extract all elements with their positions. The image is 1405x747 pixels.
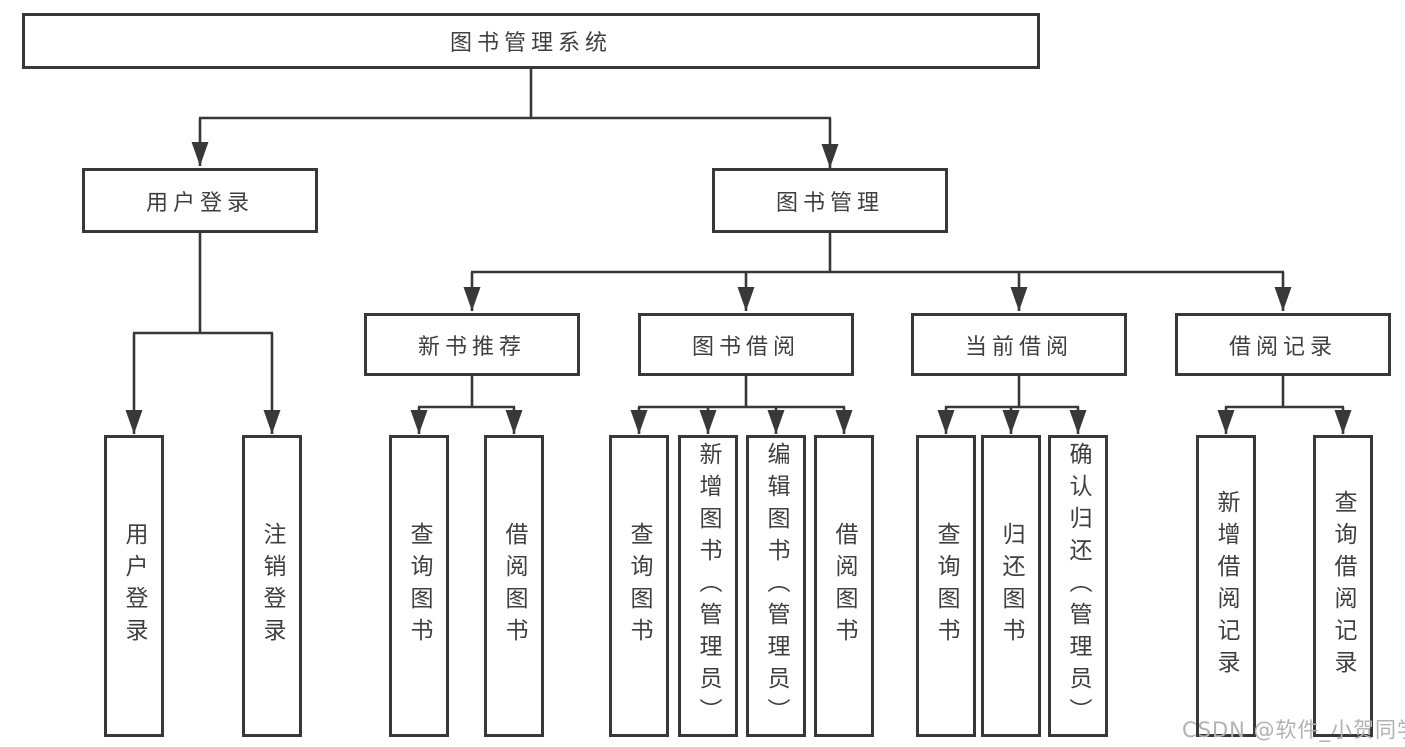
leaf-current-confirm-return-admin: 确认归还（管理员） bbox=[1048, 435, 1108, 737]
leaf-logout: 注销登录 bbox=[242, 435, 302, 737]
node-borrow-records: 借阅记录 bbox=[1175, 313, 1391, 376]
node-current-borrow: 当前借阅 bbox=[911, 313, 1127, 376]
node-user-login: 用户登录 bbox=[82, 168, 318, 233]
leaf-recommend-borrow-books: 借阅图书 bbox=[484, 435, 544, 737]
leaf-borrow-query-books: 查询图书 bbox=[609, 435, 669, 737]
node-root-system: 图书管理系统 bbox=[22, 13, 1040, 69]
leaf-current-query-books: 查询图书 bbox=[916, 435, 976, 737]
leaf-user-login: 用户登录 bbox=[104, 435, 164, 737]
leaf-borrow-add-books-admin: 新增图书（管理员） bbox=[678, 435, 738, 737]
plain-connectors bbox=[133, 69, 1344, 409]
leaf-borrow-borrow-books: 借阅图书 bbox=[814, 435, 874, 737]
csdn-watermark: CSDN @软件_小贺同学 bbox=[1182, 718, 1405, 742]
leaf-current-return-books: 归还图书 bbox=[981, 435, 1041, 737]
leaf-borrow-edit-books-admin: 编辑图书（管理员） bbox=[746, 435, 806, 737]
node-book-borrow: 图书借阅 bbox=[638, 313, 854, 376]
arrow-connectors bbox=[125, 118, 1352, 434]
node-new-book-recommend: 新书推荐 bbox=[364, 313, 580, 376]
leaf-records-query-record: 查询借阅记录 bbox=[1313, 435, 1373, 737]
leaf-records-add-record: 新增借阅记录 bbox=[1196, 435, 1256, 737]
node-book-management: 图书管理 bbox=[712, 168, 948, 233]
leaf-recommend-query-books: 查询图书 bbox=[389, 435, 449, 737]
